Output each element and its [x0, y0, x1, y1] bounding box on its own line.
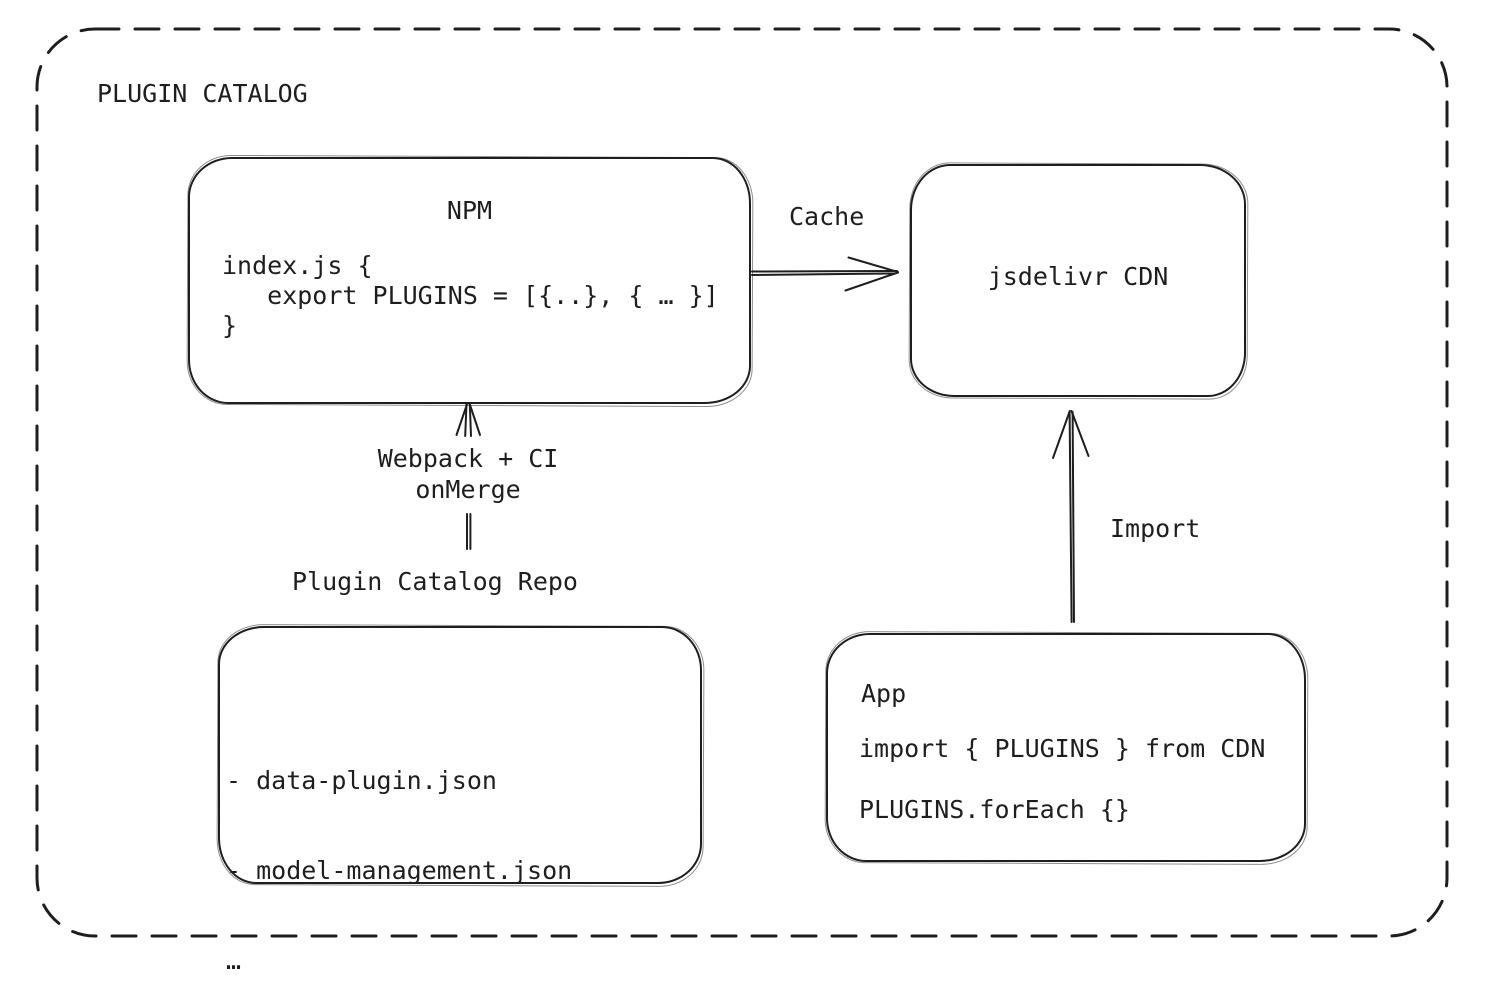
import-edge-label: Import: [1110, 514, 1201, 543]
node-app: App import { PLUGINS } from CDN PLUGINS.…: [826, 633, 1306, 862]
build-arrow: [455, 401, 481, 550]
repo-file-item: - model-management.json: [226, 856, 573, 885]
repo-file-list: - data-plugin.json - model-management.js…: [226, 706, 572, 1002]
npm-code: index.js { export PLUGINS = [{..}, { … }…: [222, 251, 719, 340]
node-jsdelivr-cdn: jsdelivr CDN: [910, 164, 1246, 397]
catalog-frame-border: [35, 27, 1449, 938]
app-title: App: [861, 679, 907, 708]
cdn-label: jsdelivr CDN: [987, 262, 1169, 291]
app-code-line: import { PLUGINS } from CDN: [859, 734, 1266, 763]
repo-file-item: …: [226, 946, 242, 975]
npm-title: NPM: [446, 196, 493, 225]
diagram-title: PLUGIN CATALOG: [97, 79, 308, 108]
node-npm: NPM index.js { export PLUGINS = [{..}, {…: [188, 157, 751, 404]
build-edge-label-line2: onMerge: [415, 475, 521, 504]
cache-edge-label: Cache: [789, 202, 865, 231]
app-code-line: PLUGINS.forEach {}: [859, 795, 1130, 824]
cache-arrow: [751, 256, 899, 292]
node-plugin-catalog-repo: - data-plugin.json - model-management.js…: [218, 626, 702, 975]
import-arrow: [1052, 410, 1090, 623]
repo-file-item: - data-plugin.json: [226, 766, 497, 795]
build-edge-label-line1: Webpack + CI: [377, 444, 559, 473]
repo-node-label: Plugin Catalog Repo: [292, 567, 578, 596]
